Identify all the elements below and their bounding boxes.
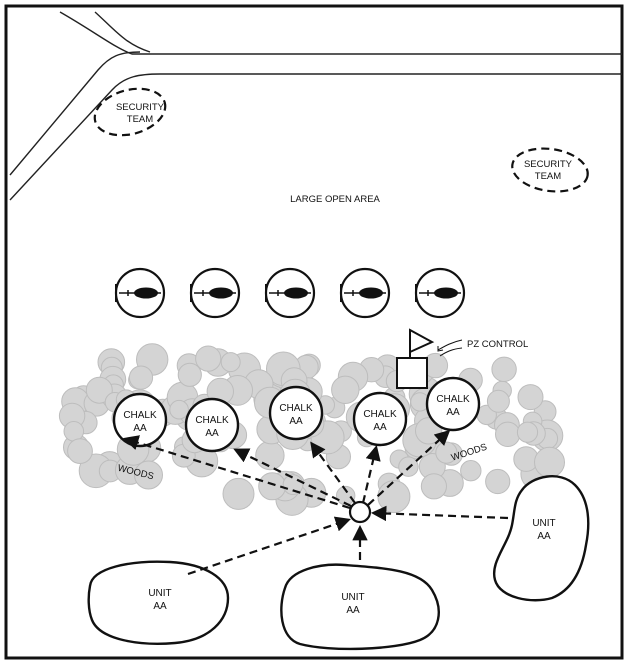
chalk-1: CHALK AA (112, 392, 168, 448)
pz-control: PZ CONTROL (396, 328, 528, 389)
chalk-circle (184, 397, 240, 453)
unit-label: AA (346, 605, 360, 616)
chalk-5: CHALK AA (425, 376, 481, 432)
tree-clump (67, 438, 93, 465)
flag-icon (409, 328, 435, 354)
tree-clump (486, 389, 510, 413)
tree-clump (177, 362, 202, 387)
unit-3: UNIT AA (492, 475, 590, 602)
chalk-circle (352, 391, 408, 447)
arrow-unit1-to-point (187, 516, 351, 576)
chalk-group: CHALK AA CHALK AA CHALK AA CHALK AA CHALK AA (112, 376, 481, 453)
security-team-2: SECURITY TEAM (511, 147, 589, 193)
security-team-label: SECURITY (524, 159, 573, 170)
tree-clump (331, 375, 360, 404)
movement-arrows (123, 429, 509, 576)
chalk-circle (425, 376, 481, 432)
tree-clump (534, 446, 565, 478)
pz-control-label: PZ CONTROL (467, 339, 528, 350)
unit-2: UNIT AA (280, 563, 440, 651)
security-team-label: SECURITY (116, 102, 165, 113)
chalk-label: CHALK (363, 409, 397, 420)
tree-clump (516, 421, 539, 443)
tree-clump (169, 399, 189, 420)
chalk-label: CHALK (195, 415, 229, 426)
tree-clump (336, 485, 356, 506)
tree-clump (377, 480, 411, 514)
chalk-circle (268, 385, 324, 441)
tree-clump (134, 460, 163, 490)
tree-clump (128, 365, 154, 390)
tree-clump (420, 473, 447, 500)
helicopter-icon (414, 267, 466, 319)
chalk-label: AA (289, 416, 303, 427)
tree-clump (460, 460, 482, 482)
unit-label: UNIT (341, 592, 364, 603)
chalk-label: CHALK (279, 403, 313, 414)
unit-label: AA (537, 531, 551, 542)
chalk-label: AA (373, 422, 387, 433)
frame-border (4, 4, 624, 660)
chalk-label: CHALK (123, 410, 157, 421)
road (9, 11, 622, 201)
tree-clump (222, 477, 255, 510)
chalk-label: AA (205, 428, 219, 439)
unit-label: UNIT (148, 588, 171, 599)
security-team-label: TEAM (535, 171, 561, 182)
tree-clump (85, 376, 113, 404)
unit-1: UNIT AA (87, 560, 230, 645)
tree-clump (195, 345, 222, 372)
helicopter-row (114, 267, 466, 319)
arrow-to-chalk-1 (123, 435, 351, 510)
helicopter-icon (114, 267, 166, 319)
tree-clump (495, 421, 521, 447)
tree-clump (255, 440, 285, 471)
chalk-label: AA (446, 407, 460, 418)
large-open-area-label: LARGE OPEN AREA (290, 194, 380, 205)
chalk-3: CHALK AA (268, 385, 324, 441)
chalk-label: CHALK (436, 394, 470, 405)
arrow-to-chalk-5 (367, 429, 451, 506)
helicopter-icon (189, 267, 241, 319)
tree-clump (491, 356, 517, 382)
security-team-1: SECURITY TEAM (93, 87, 167, 137)
arrow-unit3-to-point (370, 505, 509, 522)
arrow-to-chalk-4 (361, 445, 381, 504)
tree-clump (63, 421, 85, 442)
collection-point (348, 500, 372, 524)
unit-label: UNIT (532, 518, 555, 529)
helicopter-icon (264, 267, 316, 319)
control-box (396, 357, 428, 389)
tree-clump (485, 468, 511, 495)
unit-label: AA (153, 601, 167, 612)
chalk-4: CHALK AA (352, 391, 408, 447)
tree-clump (220, 352, 241, 373)
chalk-2: CHALK AA (184, 397, 240, 453)
security-team-label: TEAM (127, 114, 153, 125)
arrow-to-chalk-2 (233, 448, 352, 507)
chalk-label: AA (133, 423, 147, 434)
helicopter-icon (339, 267, 391, 319)
tree-clump (517, 384, 544, 411)
